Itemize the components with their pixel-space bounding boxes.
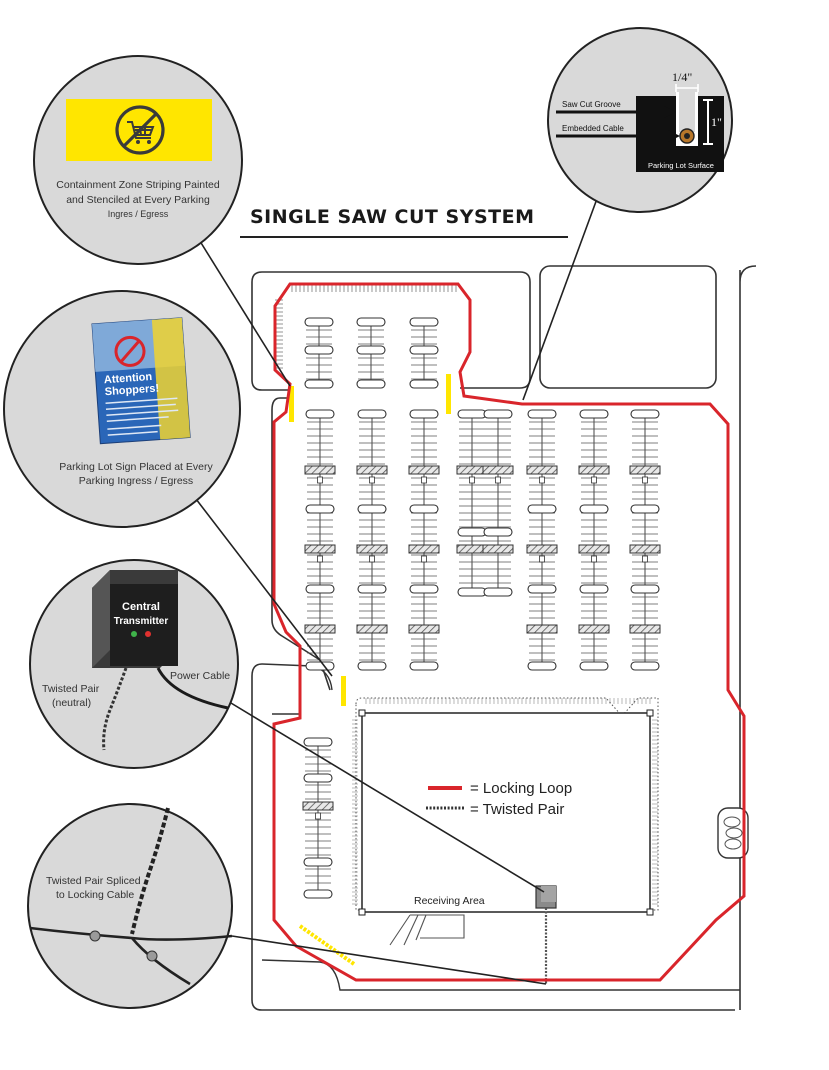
containment-stripes: [289, 374, 451, 966]
saw-cut-depth-label: 1": [711, 115, 722, 129]
parking-rows-north: [304, 317, 439, 389]
parking-row: [408, 409, 440, 671]
no-shopping-cart-icon: [115, 105, 165, 155]
parking-rows-west: [302, 737, 334, 899]
central-transmitter-box: Central Transmitter: [92, 570, 178, 668]
locking-cable-strand-lower: [130, 937, 191, 986]
splice-caption-line2: to Locking Cable: [56, 889, 134, 901]
sign-caption-line1: Parking Lot Sign Placed at Every: [59, 461, 213, 473]
legend-locking-loop-label: = Locking Loop: [470, 780, 572, 797]
callout-striping: Containment Zone Striping Painted and St…: [33, 55, 243, 265]
attention-shoppers-poster: Attention Shoppers!: [91, 317, 191, 445]
twisted-pair-label-line2: (neutral): [52, 697, 91, 709]
splice-connector-1: [89, 930, 101, 942]
striping-caption-line2: and Stenciled at Every Parking: [66, 194, 210, 206]
transmitter-label-line2: Transmitter: [114, 616, 169, 627]
parking-rows-main: [304, 409, 661, 671]
receiving-area-label: Receiving Area: [414, 895, 485, 907]
building-northeast: [539, 265, 717, 389]
parking-row: [526, 409, 558, 671]
legend-twisted-pair-label: = Twisted Pair: [470, 801, 564, 818]
poster-title-line2: Shoppers!: [104, 382, 159, 398]
splice-caption-line1: Twisted Pair Spliced: [46, 875, 141, 887]
poster-title-line1: Attention: [104, 371, 153, 386]
parking-row: [356, 317, 386, 389]
saw-cut-groove-label: Saw Cut Groove: [562, 100, 621, 109]
parking-row: [578, 409, 610, 671]
lot-outline-west: [251, 663, 735, 1011]
parking-row: [482, 409, 514, 597]
parking-row: [629, 409, 661, 671]
saw-cut-width-label: 1/4": [672, 70, 692, 84]
twisted-pair-strand: [130, 807, 170, 935]
parking-row: [302, 737, 334, 899]
planter-island: [717, 807, 749, 859]
lot-outline-main: [271, 397, 331, 691]
south-road: [261, 959, 740, 991]
parking-row: [356, 409, 388, 671]
transmitter-label-line1: Central: [122, 601, 160, 613]
power-cable-label: Power Cable: [170, 670, 230, 682]
parking-row: [456, 409, 488, 597]
twisted-pair-label-line1: Twisted Pair: [42, 683, 100, 695]
callout-transmitter: Central Transmitter Power Cable Twisted …: [29, 559, 239, 769]
store-building: Receiving Area: [355, 697, 659, 946]
locking-loop: [272, 282, 746, 982]
embedded-cable-label: Embedded Cable: [562, 124, 624, 133]
entry-road-west: [261, 663, 333, 715]
parking-row: [304, 409, 336, 671]
parking-lot-surface-label: Parking Lot Surface: [648, 161, 714, 170]
power-cable: [156, 667, 229, 710]
legend: = Locking Loop = Twisted Pair: [426, 780, 572, 818]
transmitter-location: [535, 885, 557, 984]
callout-saw-cut-detail: 1/4" 1" Saw Cut Groove Embedded Cable Pa…: [547, 27, 733, 213]
striping-caption-line3: Ingres / Egress: [108, 209, 169, 219]
sign-caption-line2: Parking Ingress / Egress: [79, 475, 193, 487]
leader-lines: [185, 195, 599, 985]
splice-connector-2: [146, 950, 158, 962]
lot-outline-north: [251, 271, 531, 391]
parking-lot-map: Receiving Area = Locking Loop: [251, 265, 757, 1011]
parking-row: [409, 317, 439, 389]
status-led-red: [145, 631, 151, 637]
parking-row: [304, 317, 334, 389]
diagram-title: SINGLE SAW CUT SYSTEM: [250, 206, 534, 228]
status-led-green: [131, 631, 137, 637]
callout-splice: Twisted Pair Spliced to Locking Cable: [27, 803, 233, 1009]
callout-parking-sign: Attention Shoppers! Parking Lot Sign Pla…: [3, 290, 241, 528]
striping-caption-line1: Containment Zone Striping Painted: [56, 179, 220, 191]
road-east: [739, 265, 757, 1010]
